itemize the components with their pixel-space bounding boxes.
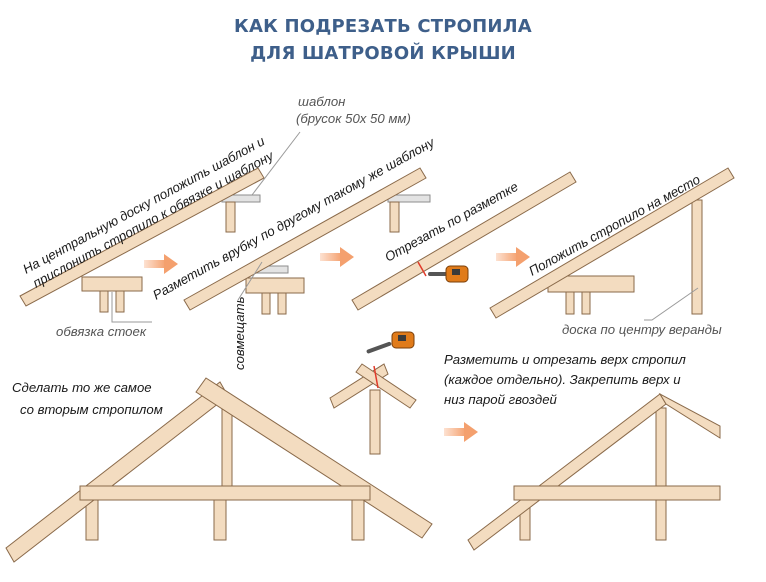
step6-text-line2: (каждое отдельно). Закрепить верх и (444, 372, 681, 387)
plate-beam-label: обвязка стоек (56, 324, 147, 339)
center-board-label: доска по центру веранды (562, 322, 722, 337)
center-board (655, 407, 667, 489)
arrow-right-icon (144, 254, 178, 274)
step4-assembly: Положить стропило на место (489, 167, 735, 319)
align-leader (237, 261, 263, 301)
step6-assembly (467, 392, 721, 551)
post (565, 291, 575, 315)
step5-text-line1: Сделать то же самое (12, 380, 152, 395)
post (655, 499, 667, 541)
post (261, 291, 271, 315)
post (581, 291, 591, 315)
step5-text-line2: со вторым стропилом (20, 402, 163, 417)
center-board (221, 405, 233, 487)
rafter-right (355, 363, 417, 409)
ridge-cut-detail (329, 331, 417, 455)
post (277, 291, 287, 315)
center-board-leader (644, 287, 699, 321)
rafter-right (658, 392, 721, 439)
post (85, 499, 99, 541)
rafter (19, 167, 265, 307)
chainsaw-icon (366, 331, 415, 354)
plate-beam-leader (111, 292, 152, 323)
plate-beam (513, 485, 721, 501)
rafter (351, 171, 577, 311)
rafter (489, 167, 735, 319)
step5-assembly (5, 377, 433, 563)
rafter-left (467, 393, 667, 551)
arrow-right-icon (496, 247, 530, 267)
template-size-label: (брусок 50х 50 мм) (296, 111, 411, 126)
arrow-right-icon (444, 422, 478, 442)
arrow-right-icon (320, 247, 354, 267)
page-title-line-1: КАК ПОДРЕЗАТЬ СТРОПИЛА (234, 16, 532, 37)
post (351, 499, 365, 541)
template-label: шаблон (298, 94, 345, 109)
page-title-line-2: ДЛЯ ШАТРОВОЙ КРЫШИ (250, 43, 516, 64)
step6-text-line1: Разметить и отрезать верх стропил (444, 352, 686, 367)
center-board (389, 201, 400, 233)
post (115, 289, 125, 313)
align-label: совмещать (232, 296, 247, 370)
center-board (691, 199, 703, 315)
step1-assembly: На центральную доску положить шаблон и п… (19, 133, 277, 313)
center-board (225, 201, 236, 233)
plate-beam (245, 277, 305, 294)
step6-text-line3: низ парой гвоздей (444, 392, 558, 407)
cut-mark (373, 365, 379, 389)
plate-beam (79, 485, 371, 501)
rafter (183, 167, 427, 311)
post (99, 289, 109, 313)
post (213, 499, 227, 541)
cut-mark (417, 261, 427, 277)
chainsaw-icon (428, 265, 469, 283)
plate-beam (81, 276, 143, 292)
center-board (369, 389, 381, 455)
template-leader (251, 131, 301, 196)
